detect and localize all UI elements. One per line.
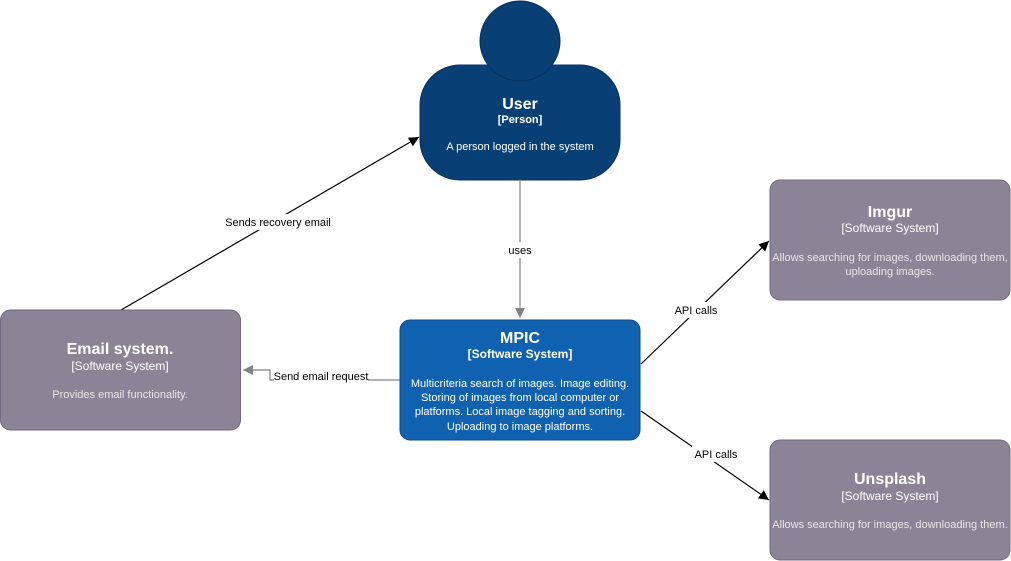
node-unsplash[interactable]: Unsplash [Software System] Allows search…	[769, 439, 1011, 561]
mpic-description-line-4: Uploading to image platforms.	[447, 421, 593, 433]
imgur-title: Imgur	[868, 204, 912, 221]
user-title: User	[502, 96, 538, 113]
node-imgur[interactable]: Imgur [Software System] Allows searching…	[769, 179, 1011, 301]
node-user[interactable]: User [Person] A person logged in the sys…	[419, 0, 621, 181]
edge-label-sends-recovery-email: Sends recovery email	[225, 217, 331, 229]
edge-label-api-calls-unsplash: API calls	[695, 449, 738, 461]
email-system-title: Email system.	[67, 341, 174, 358]
edge-mpic-to-imgur: API calls	[640, 240, 770, 365]
edge-user-to-mpic: uses	[504, 181, 536, 318]
email-system-type: [Software System]	[71, 359, 168, 373]
user-type: [Person]	[498, 114, 543, 126]
email-system-box	[0, 309, 241, 431]
unsplash-description: Allows searching for images, downloading…	[772, 519, 1007, 531]
edge-mpic-to-email: Send email request	[243, 365, 400, 383]
mpic-description-line-3: platforms. Local image tagging and sorti…	[415, 406, 625, 418]
node-mpic[interactable]: MPIC [Software System] Multicriteria sea…	[399, 319, 641, 441]
edge-email-to-user: Sends recovery email	[120, 136, 420, 311]
unsplash-type: [Software System]	[841, 489, 938, 503]
mpic-type: [Software System]	[468, 347, 573, 361]
imgur-type: [Software System]	[841, 221, 938, 235]
mpic-title: MPIC	[500, 330, 540, 347]
imgur-description-line-2: uploading images.	[845, 266, 934, 278]
edge-label-send-email-request: Send email request	[274, 371, 369, 383]
email-system-description: Provides email functionality.	[52, 389, 188, 401]
imgur-box	[769, 179, 1011, 301]
mpic-description-line-1: Multicriteria search of images. Image ed…	[411, 378, 629, 390]
mpic-box	[399, 319, 641, 441]
edge-label-api-calls-imgur: API calls	[675, 305, 718, 317]
edge-label-uses: uses	[508, 245, 532, 257]
unsplash-box	[769, 439, 1011, 561]
unsplash-title: Unsplash	[854, 471, 926, 488]
edge-mpic-to-unsplash: API calls	[640, 410, 770, 501]
user-description: A person logged in the system	[446, 141, 593, 153]
node-email-system[interactable]: Email system. [Software System] Provides…	[0, 309, 241, 431]
person-head-icon	[479, 0, 561, 82]
imgur-description-line-1: Allows searching for images, downloading…	[772, 252, 1007, 264]
mpic-description-line-2: Storing of images from local computer or	[421, 392, 619, 404]
